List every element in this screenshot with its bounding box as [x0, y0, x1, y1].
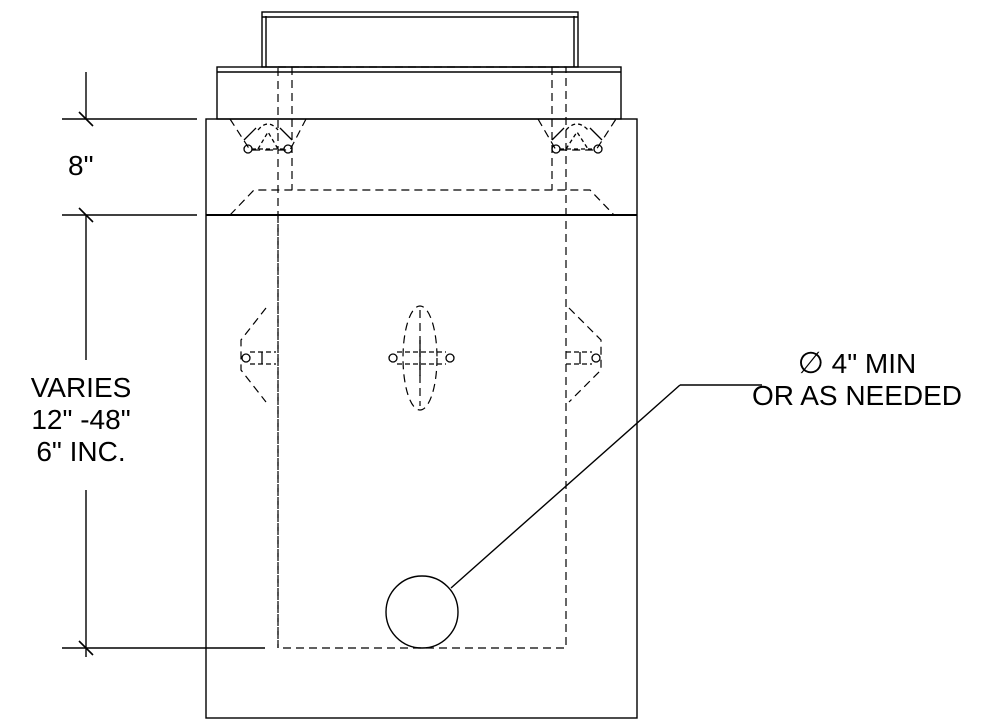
dimension-label-varies-line3: 6" INC. — [36, 436, 126, 467]
pipe-size-callout: ∅ 4" MIN OR AS NEEDED — [722, 348, 992, 412]
top-left-lifting-insert — [243, 123, 293, 154]
dim-tick — [78, 640, 94, 656]
dimension-label-varies-line2: 12" -48" — [31, 404, 131, 435]
top-riser-upper — [261, 11, 579, 68]
left-knockout-hidden-outline — [240, 307, 267, 403]
dimension-label-varies: VARIES 12" -48" 6" INC. — [0, 372, 162, 468]
right-lifting-insert — [566, 351, 601, 365]
diameter-symbol-icon: ∅ — [797, 347, 824, 380]
pipe-size-callout-line1: ∅ 4" MIN — [722, 348, 992, 380]
dimension-label-varies-line1: VARIES — [30, 372, 132, 403]
dim-tick — [78, 207, 94, 223]
left-lifting-insert — [241, 351, 276, 365]
center-lifting-insert — [388, 340, 455, 376]
pipe-knockout-circle — [385, 575, 459, 649]
inner-cavity-hidden-line — [277, 66, 567, 649]
dimension-label-8in: 8" — [68, 150, 94, 181]
pipe-size-callout-line2: OR AS NEEDED — [751, 380, 963, 411]
bevel-hidden-line — [229, 189, 615, 216]
top-left-bracket-hidden — [229, 118, 307, 151]
pipe-size-callout-size: 4" MIN — [831, 348, 917, 379]
top-right-bracket-hidden — [537, 118, 617, 151]
center-knockout-hidden-ellipse — [402, 305, 438, 411]
right-knockout-hidden-outline — [568, 307, 602, 403]
dim-tick — [78, 111, 94, 127]
top-right-lifting-insert — [551, 123, 603, 154]
box-body-outline — [205, 118, 638, 719]
